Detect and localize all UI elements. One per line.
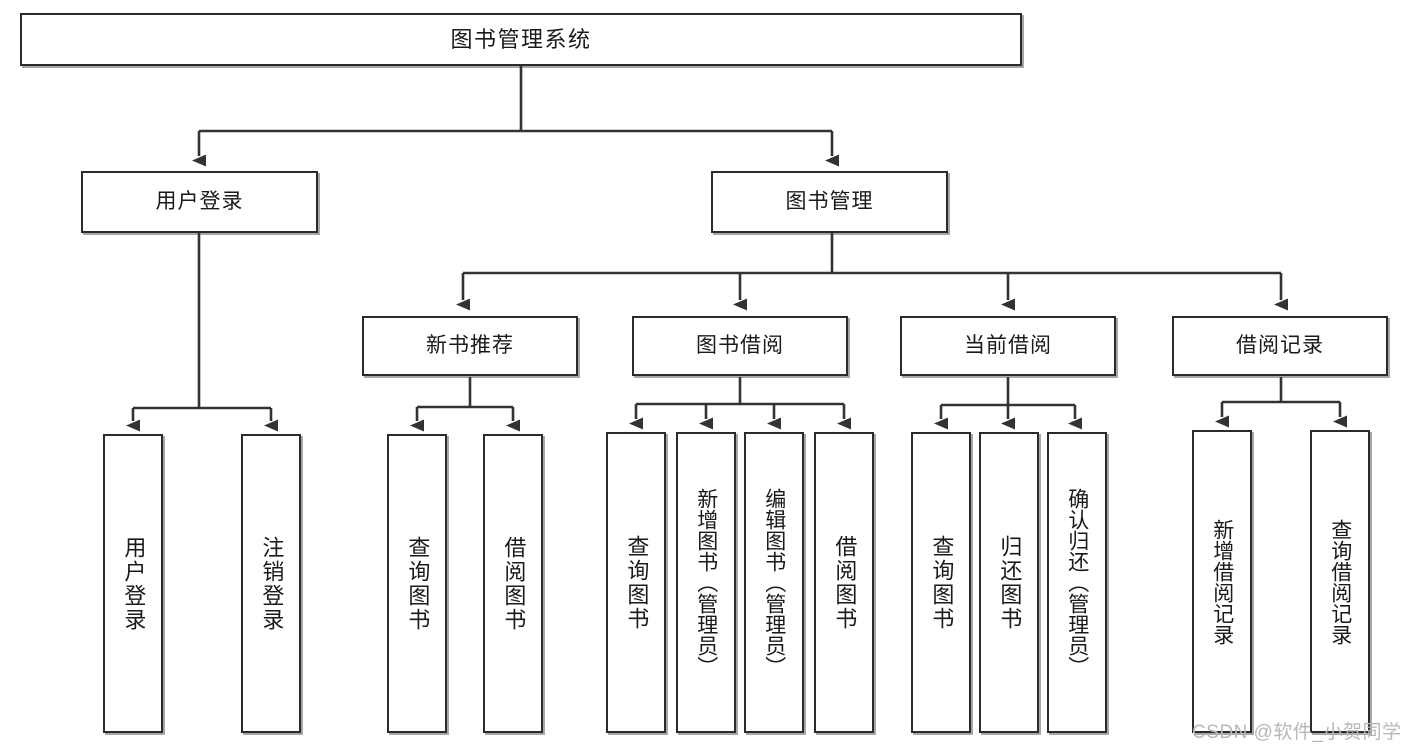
leaf-query-book-1[interactable]: 查询图书	[387, 434, 447, 733]
node-book-manage-label: 图书管理	[785, 189, 874, 213]
node-book-borrow[interactable]: 图书借阅	[632, 316, 848, 376]
leaf-query-book-3-label: 查询图书	[929, 534, 955, 631]
leaf-query-record[interactable]: 查询借阅记录	[1310, 430, 1370, 733]
leaf-query-book-1-label: 查询图书	[405, 535, 431, 632]
node-user-login-label: 用户登录	[155, 189, 244, 213]
node-root[interactable]: 图书管理系统	[20, 13, 1022, 66]
leaf-query-book-3[interactable]: 查询图书	[911, 432, 971, 733]
node-borrow-record[interactable]: 借阅记录	[1172, 316, 1388, 376]
node-new-book-recommend[interactable]: 新书推荐	[362, 316, 578, 376]
leaf-confirm-return-label: 确认归还（管理员）	[1065, 488, 1089, 677]
node-root-label: 图书管理系统	[450, 26, 592, 52]
node-book-borrow-label: 图书借阅	[696, 333, 784, 357]
leaf-add-book-label: 新增图书（管理员）	[694, 488, 718, 677]
node-borrow-record-label: 借阅记录	[1236, 333, 1324, 357]
leaf-return-book[interactable]: 归还图书	[979, 432, 1039, 733]
leaf-user-login[interactable]: 用户登录	[103, 434, 163, 733]
node-current-borrow[interactable]: 当前借阅	[900, 316, 1116, 376]
leaf-borrow-book-2[interactable]: 借阅图书	[814, 432, 874, 733]
leaf-borrow-book-1-label: 借阅图书	[501, 535, 527, 632]
leaf-borrow-book-2-label: 借阅图书	[832, 534, 858, 631]
leaf-return-book-label: 归还图书	[997, 534, 1023, 631]
leaf-query-book-2-label: 查询图书	[624, 534, 650, 631]
leaf-confirm-return[interactable]: 确认归还（管理员）	[1047, 432, 1107, 733]
leaf-borrow-book-1[interactable]: 借阅图书	[483, 434, 543, 733]
leaf-add-book[interactable]: 新增图书（管理员）	[676, 432, 736, 733]
leaf-user-login-label: 用户登录	[121, 535, 147, 632]
leaf-edit-book[interactable]: 编辑图书（管理员）	[744, 432, 804, 733]
leaf-logout[interactable]: 注销登录	[241, 434, 301, 733]
leaf-query-book-2[interactable]: 查询图书	[606, 432, 666, 733]
node-current-borrow-label: 当前借阅	[964, 333, 1052, 357]
leaf-edit-book-label: 编辑图书（管理员）	[762, 488, 786, 677]
leaf-add-record[interactable]: 新增借阅记录	[1192, 430, 1252, 733]
node-book-manage[interactable]: 图书管理	[711, 171, 948, 233]
node-new-book-recommend-label: 新书推荐	[426, 333, 514, 357]
node-user-login[interactable]: 用户登录	[81, 171, 318, 233]
leaf-add-record-label: 新增借阅记录	[1210, 518, 1234, 645]
leaf-logout-label: 注销登录	[259, 535, 285, 632]
leaf-query-record-label: 查询借阅记录	[1328, 518, 1352, 645]
